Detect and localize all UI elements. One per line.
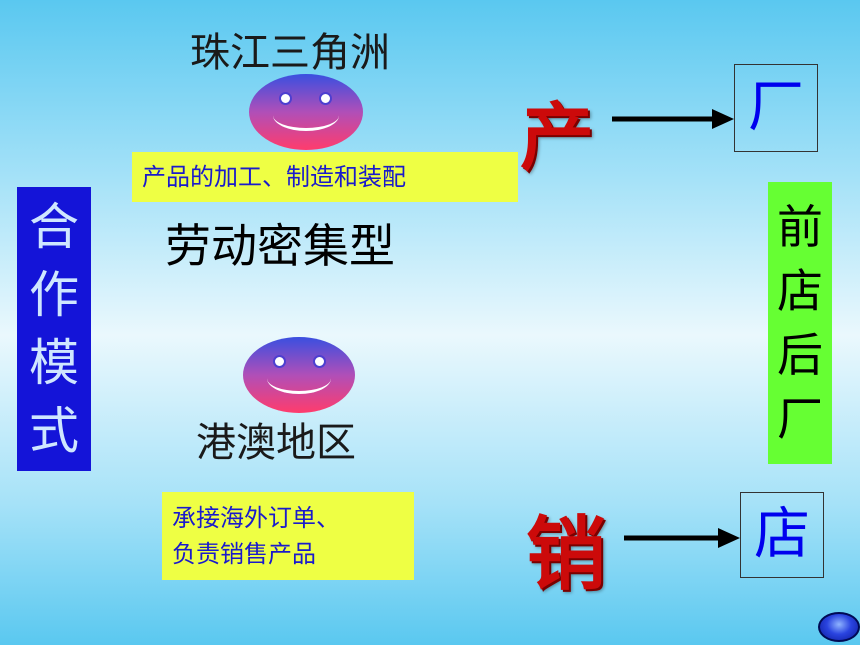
mode-char: 合 — [29, 198, 79, 256]
sales-label: 销 — [526, 507, 606, 601]
model-char: 店 — [777, 264, 823, 318]
industry-type-label: 劳动密集型 — [165, 219, 395, 273]
mode-char: 作 — [29, 266, 79, 324]
front-shop-back-factory-box: 前 店 后 厂 — [768, 182, 832, 464]
mode-char: 式 — [29, 402, 79, 460]
partner-function-line: 负责销售产品 — [172, 540, 316, 568]
model-char: 厂 — [777, 392, 823, 446]
factory-box: 厂 — [734, 64, 818, 152]
region-title: 珠江三角洲 — [190, 30, 390, 76]
cooperation-mode-box: 合 作 模 式 — [17, 187, 91, 471]
next-slide-button[interactable] — [818, 612, 860, 642]
region-function-box: 产品的加工、制造和装配 — [132, 152, 518, 202]
production-arrow — [612, 109, 734, 129]
production-label: 产 — [520, 95, 594, 181]
sales-arrow — [624, 528, 740, 548]
model-char: 前 — [777, 200, 823, 254]
store-box: 店 — [740, 492, 824, 578]
partner-function-line: 承接海外订单、 — [172, 504, 340, 532]
smiley-face-icon — [249, 74, 363, 150]
model-char: 后 — [777, 328, 823, 382]
partner-title: 港澳地区 — [196, 420, 356, 466]
partner-function-box: 承接海外订单、 负责销售产品 — [162, 492, 414, 580]
mode-char: 模 — [29, 334, 79, 392]
smiley-face-icon — [243, 337, 355, 413]
